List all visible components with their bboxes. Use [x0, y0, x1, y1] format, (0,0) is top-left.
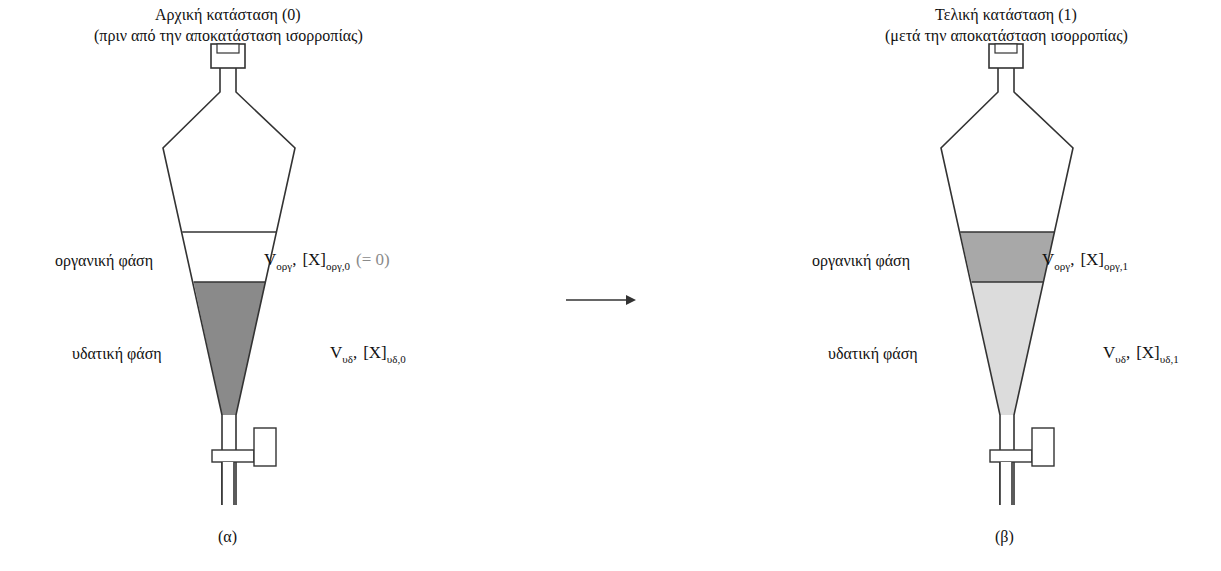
left-funnel: [163, 44, 295, 505]
phase-label: υδατική φάση: [828, 345, 918, 363]
right-funnel: [941, 44, 1073, 505]
subscript: υδ: [1115, 353, 1126, 365]
quantity-text: (= 0): [356, 250, 390, 269]
quantity-text: ,: [353, 343, 357, 362]
quantity-text: ,: [1070, 250, 1074, 269]
state-title: Τελική κατάσταση (1): [935, 6, 1077, 24]
quantity-text: V: [330, 343, 342, 362]
phase-label: οργανική φάση: [812, 252, 910, 270]
subscript: οργ,0: [326, 260, 350, 272]
quantity-text: ,: [292, 250, 296, 269]
figure-tag: (β): [995, 528, 1014, 546]
quantity-text: V: [1103, 343, 1115, 362]
subscript: οργ,1: [1104, 260, 1128, 272]
figure-tag: (α): [218, 528, 237, 546]
quantity-text: V: [264, 250, 276, 269]
state-subtitle: (μετά την αποκατάσταση ισορροπίας): [885, 27, 1128, 45]
subscript: οργ: [1054, 260, 1070, 272]
subscript: υδ: [342, 353, 353, 365]
phase-label: οργανική φάση: [55, 252, 153, 270]
subscript: υδ,1: [1160, 353, 1179, 365]
quantity-label: Vυδ, [X]υδ,1: [1103, 343, 1179, 369]
subscript: οργ: [276, 260, 292, 272]
transition-arrow: [566, 295, 636, 305]
quantity-label: Vυδ, [X]υδ,0: [330, 343, 406, 369]
quantity-text: [X]: [363, 343, 387, 362]
quantity-label: Vοργ, [X]οργ,1: [1042, 250, 1128, 276]
state-title: Αρχική κατάσταση (0): [155, 6, 301, 24]
quantity-text: [X]: [302, 250, 326, 269]
quantity-label: Vοργ, [X]οργ,0 (= 0): [264, 250, 390, 276]
quantity-text: V: [1042, 250, 1054, 269]
state-subtitle: (πριν από την αποκατάσταση ισορροπίας): [94, 27, 363, 45]
phase-label: υδατική φάση: [72, 345, 162, 363]
quantity-text: [X]: [1136, 343, 1160, 362]
quantity-text: ,: [1126, 343, 1130, 362]
subscript: υδ,0: [387, 353, 406, 365]
quantity-text: [X]: [1080, 250, 1104, 269]
